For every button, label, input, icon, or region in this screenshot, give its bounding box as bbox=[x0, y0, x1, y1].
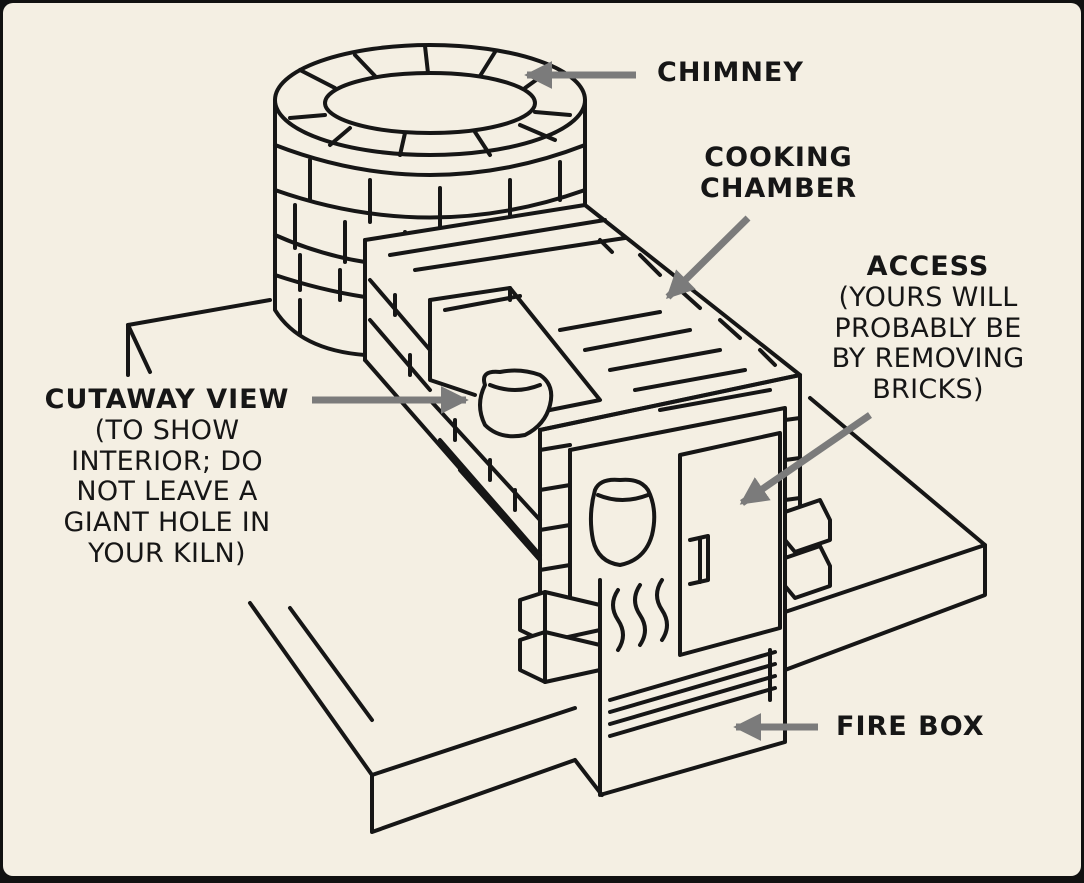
access-title: ACCESS bbox=[866, 251, 990, 282]
cutaway-view-note-line: (TO SHOW bbox=[94, 414, 240, 446]
cutaway-view-note-line: GIANT HOLE IN bbox=[63, 507, 271, 539]
kiln-body bbox=[363, 203, 802, 642]
access-arrow bbox=[739, 412, 872, 506]
cutaway-view-note-line: YOUR KILN) bbox=[88, 537, 246, 569]
cooking-chamber-label-line: CHAMBER bbox=[700, 172, 857, 204]
base-slab bbox=[126, 298, 987, 834]
cutaway-view-note-line: NOT LEAVE A bbox=[76, 476, 258, 508]
chimney bbox=[273, 43, 587, 357]
side-bricks-right bbox=[783, 498, 832, 600]
access-callout: ACCESS (YOURS WILL PROBABLY BE BY REMOVI… bbox=[812, 251, 1044, 406]
heat-waves-icon bbox=[611, 578, 669, 652]
chimney-label: CHIMNEY bbox=[657, 57, 804, 88]
access-door bbox=[678, 431, 782, 657]
cutaway-view-callout: CUTAWAY VIEW (TO SHOW INTERIOR; DO NOT L… bbox=[32, 384, 302, 570]
side-bricks-left bbox=[518, 590, 602, 684]
access-note-line: BY REMOVING bbox=[831, 343, 1025, 375]
cutaway-view-note-line: INTERIOR; DO bbox=[71, 445, 263, 477]
fire-box-label: FIRE BOX bbox=[836, 711, 985, 742]
fire-box bbox=[598, 578, 787, 797]
pot-lower bbox=[588, 477, 657, 567]
cooking-chamber-label-line: COOKING bbox=[704, 142, 853, 173]
cutaway-view-title: CUTAWAY VIEW bbox=[44, 384, 290, 415]
cooking-chamber-label: COOKING CHAMBER bbox=[700, 142, 857, 205]
cooking-chamber-arrow bbox=[665, 215, 751, 300]
access-note-line: (YOURS WILL bbox=[838, 281, 1018, 313]
access-note-line: BRICKS) bbox=[872, 374, 984, 406]
access-note-line: PROBABLY BE bbox=[834, 312, 1022, 344]
pot-upper bbox=[478, 368, 554, 439]
